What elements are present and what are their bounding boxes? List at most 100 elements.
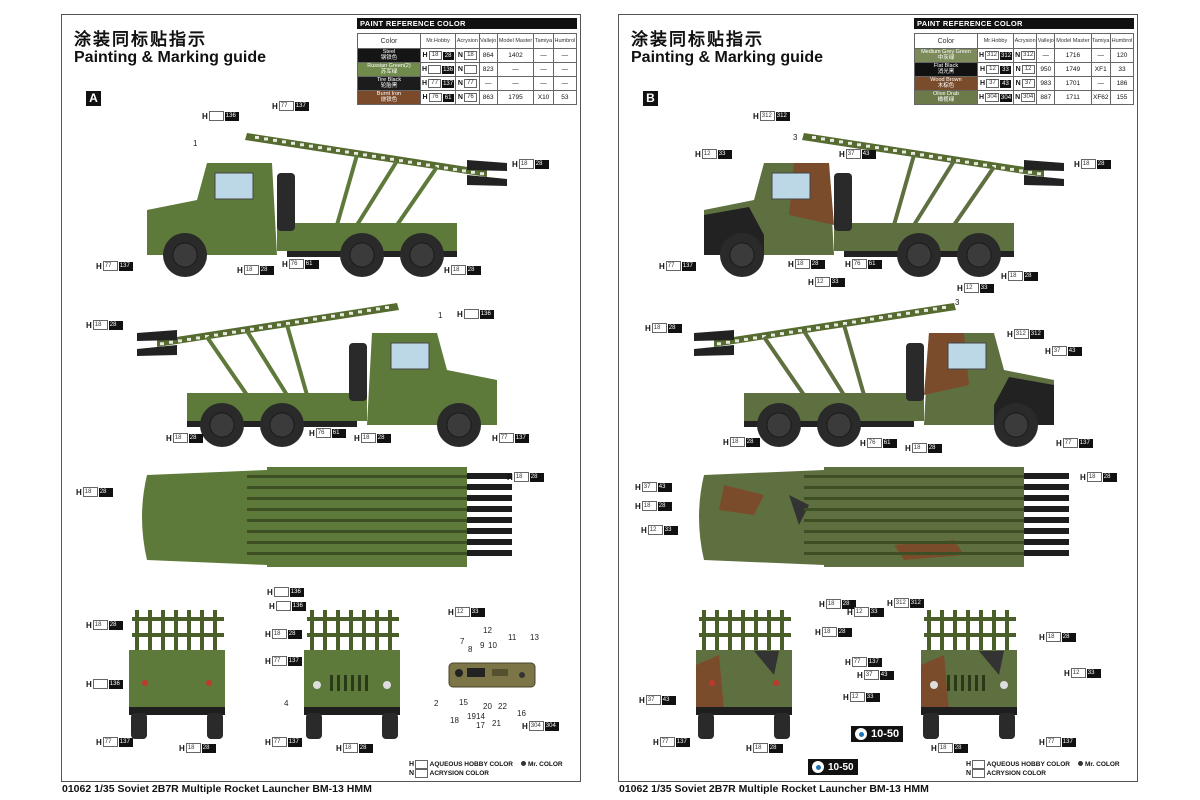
- mr-color-code: 28: [259, 265, 274, 275]
- color-swatch: Russian Green(2)苏军绿: [357, 62, 421, 77]
- mr-color-code: 61: [867, 259, 882, 269]
- mr-color-code: 304: [544, 721, 559, 731]
- color-name: Olive Drab: [933, 91, 959, 97]
- h-prefix: H: [265, 737, 271, 747]
- truss: [912, 159, 956, 227]
- rocket-top: [1024, 550, 1069, 556]
- color-name-cn: 烧铁色: [380, 96, 398, 103]
- h-prefix: H: [86, 320, 92, 330]
- tail-light: [709, 680, 715, 686]
- h-prefix: H: [1039, 632, 1045, 642]
- h-prefix: H: [86, 679, 92, 689]
- vehicle-side-group: [147, 133, 507, 277]
- rocket-top: [467, 550, 512, 556]
- wheel-hub: [906, 242, 932, 268]
- legend-aqueous: H AQUEOUS HOBBY COLOR: [966, 760, 1070, 769]
- rocket-top: [467, 473, 512, 479]
- rail-hole: [762, 335, 766, 338]
- part-number-b-side2: 3: [955, 298, 960, 307]
- mr-color-code: 33: [830, 277, 845, 287]
- vehicle-front-a: [304, 610, 400, 739]
- h-prefix: H: [788, 259, 794, 269]
- tamiya-code: —: [533, 76, 554, 91]
- dot-icon: [1077, 761, 1083, 766]
- aqueous-code: 12: [853, 607, 869, 617]
- color-name: Medium Grey Green: [921, 49, 971, 55]
- rail-hole: [304, 319, 308, 323]
- n-prefix: N: [457, 52, 463, 59]
- acrysion-value: 12: [1021, 65, 1035, 74]
- part-number-a-front-left: 4: [284, 699, 289, 708]
- truss: [335, 154, 359, 226]
- mr-color-code: 137: [294, 101, 309, 111]
- rail-hole: [834, 323, 838, 327]
- h-prefix: H: [96, 737, 102, 747]
- acrysion-value: 18: [463, 51, 477, 60]
- aqueous-code: 37: [986, 79, 1000, 88]
- vallejo-code: 863: [478, 90, 498, 105]
- rail-hole: [214, 333, 218, 337]
- launch-rail: [804, 497, 1054, 500]
- h-prefix: H: [86, 620, 92, 630]
- h-prefix: H: [409, 761, 415, 768]
- rail-hole: [879, 316, 883, 320]
- rail-hole: [232, 330, 236, 334]
- humbrol-code: 155: [1109, 90, 1135, 105]
- rail-hole: [1001, 166, 1005, 170]
- aqueous-code: 312: [759, 111, 775, 121]
- rail-hole: [920, 153, 924, 157]
- aqueous-code: 76: [428, 93, 442, 102]
- h-prefix: H: [422, 94, 428, 101]
- rail-hole: [358, 310, 362, 314]
- color-name: Russian Green(2): [367, 63, 411, 69]
- swatch-box: [972, 760, 986, 769]
- grille-slat: [968, 675, 971, 691]
- mr-color-code: 61: [331, 428, 346, 438]
- aqueous-code: 18: [92, 620, 108, 630]
- mr-color-code: 28: [1102, 472, 1117, 482]
- swatch-box: [415, 769, 429, 778]
- vallejo-code: 983: [1036, 76, 1056, 91]
- rail-hole: [983, 163, 987, 167]
- legend-acrysion: N ACRYSION COLOR: [409, 769, 489, 778]
- rail-hole: [345, 150, 349, 154]
- legend-acrysion-label: ACRYSION COLOR: [986, 770, 1046, 777]
- aqueous-code: 18: [92, 320, 108, 330]
- rail-hole: [160, 342, 164, 346]
- wheel-hub: [446, 412, 472, 438]
- rail-hole: [255, 136, 259, 139]
- rail-bar: [307, 617, 399, 621]
- h-prefix: H: [653, 737, 659, 747]
- rail-post: [702, 610, 706, 650]
- bed-top: [267, 467, 467, 567]
- model-master-code: 1701: [1054, 76, 1092, 91]
- rail-hole: [902, 150, 906, 154]
- gauge-cluster: [467, 668, 485, 677]
- wheel: [999, 713, 1015, 739]
- n-prefix: N: [457, 80, 463, 87]
- truss: [842, 324, 866, 396]
- mr-color-code: 43: [661, 695, 676, 705]
- h-prefix: H: [1064, 668, 1070, 678]
- aqueous-code: 12: [647, 525, 663, 535]
- rail-post: [767, 610, 771, 650]
- title-cn: 涂装同标贴指示: [631, 30, 764, 50]
- grille-slat: [961, 675, 964, 691]
